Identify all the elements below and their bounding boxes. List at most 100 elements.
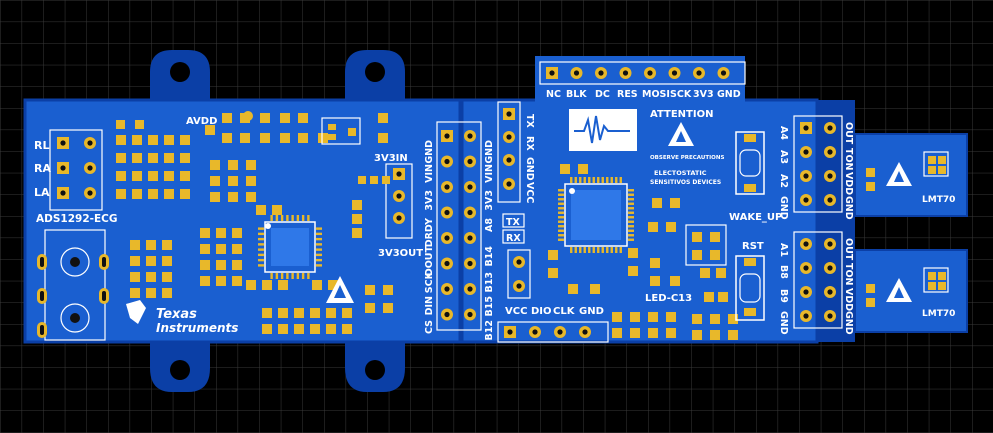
ic-lead [558, 238, 564, 241]
smd-pad [310, 324, 320, 334]
ic-lead [628, 238, 634, 241]
pin-hole [803, 289, 809, 295]
smd-pad [670, 198, 680, 208]
smd-pad [648, 312, 658, 322]
jack-outline [44, 229, 106, 341]
ic-lead [270, 273, 273, 279]
smd-pad [130, 240, 140, 250]
pin-hole [506, 181, 512, 187]
ic-lead [258, 258, 264, 262]
pin-hole [396, 171, 402, 177]
uart-label-gnd: GND [524, 157, 535, 181]
pin-hole [827, 125, 833, 131]
smd-pad [148, 153, 158, 163]
smd-pad [180, 153, 190, 163]
s1-pin-a3: A3 [778, 150, 789, 164]
ic-lead [628, 225, 634, 228]
ic-lead [592, 247, 595, 253]
sensor1-header-outline [793, 115, 843, 213]
ic-lead [291, 215, 294, 221]
smd-pad [180, 171, 190, 181]
wake-up-label: WAKE_UP [729, 212, 782, 223]
lmt70-chip-outline [923, 267, 949, 293]
smd-pad [148, 135, 158, 145]
smd-pad [744, 134, 756, 142]
smd-pad [272, 205, 282, 215]
smd-pad [210, 160, 220, 170]
pin1-dot [265, 223, 271, 229]
ic-lead [316, 258, 322, 262]
pin-hole [467, 286, 473, 292]
pin-hole [573, 70, 580, 76]
smd-pad [135, 120, 144, 129]
smd-pad [164, 171, 174, 181]
pin-label-din: DIN [424, 296, 435, 315]
smd-pad [648, 328, 658, 338]
smd-pad [326, 324, 336, 334]
ic-lead [619, 247, 622, 253]
smd-pad [278, 308, 288, 318]
top-pin-label-nc: NC [546, 89, 561, 100]
smd-pad [744, 184, 756, 192]
smd-pad [246, 192, 256, 202]
smd-pad [312, 280, 322, 290]
s1-pin-a2: A2 [778, 174, 789, 188]
smd-pad [310, 308, 320, 318]
smd-pad [260, 133, 270, 143]
swd-label-clk: CLK [553, 306, 576, 317]
smd-pad [116, 171, 126, 181]
smd-pad [216, 228, 226, 238]
smd-pad [240, 133, 250, 143]
smd-pad [928, 272, 936, 280]
ic-lead [579, 247, 582, 253]
smd-pad [378, 113, 388, 123]
sensor2-header-outline [793, 231, 843, 329]
pin-hole [803, 125, 809, 131]
ic-lead [615, 177, 618, 183]
pin-label-3v3-2: 3V3 [484, 190, 495, 211]
ic-lead [628, 207, 634, 210]
pin-hole [671, 70, 678, 76]
pin-hole [803, 313, 809, 319]
top-pin-label-res: RES [617, 89, 638, 100]
esd-warning-inner [894, 171, 904, 182]
s2-pin-gnd: GND [778, 311, 789, 335]
pin-hole [827, 313, 833, 319]
smd-pad [692, 330, 702, 340]
smd-pad [560, 164, 570, 174]
uart-header-outline [497, 101, 521, 203]
smd-pad [294, 308, 304, 318]
ic-lead [258, 248, 264, 251]
ic-lead [301, 215, 305, 221]
smd-pad [294, 324, 304, 334]
smd-pad [180, 135, 190, 145]
s1-side-ton: TON [843, 148, 854, 171]
smd-pad [146, 240, 156, 250]
pin-label-vin: VIN [424, 164, 435, 183]
pin-hole [827, 149, 833, 155]
pin-hole [444, 133, 450, 139]
ic-lead [610, 247, 613, 253]
pin-hole [467, 235, 473, 241]
pin-hole [827, 241, 833, 247]
smd-pad [866, 298, 875, 307]
ic-lead [628, 198, 634, 201]
smd-pad [200, 244, 210, 254]
smd-pad [928, 166, 936, 174]
ic-lead [628, 189, 634, 192]
ic-lead [558, 234, 564, 237]
ic-lead [579, 177, 582, 183]
smd-pad [328, 134, 336, 140]
top-header-outline [539, 61, 746, 85]
smd-pad [116, 189, 126, 199]
reset-button-outline [735, 255, 765, 321]
pin-hole [467, 158, 473, 165]
smd-pad [666, 328, 676, 338]
smd-pad [670, 276, 680, 286]
pin-hole [516, 283, 522, 289]
smd-pad [938, 156, 946, 164]
pin-hole [467, 133, 473, 139]
smd-pad [148, 189, 158, 199]
smd-pad [298, 133, 308, 143]
